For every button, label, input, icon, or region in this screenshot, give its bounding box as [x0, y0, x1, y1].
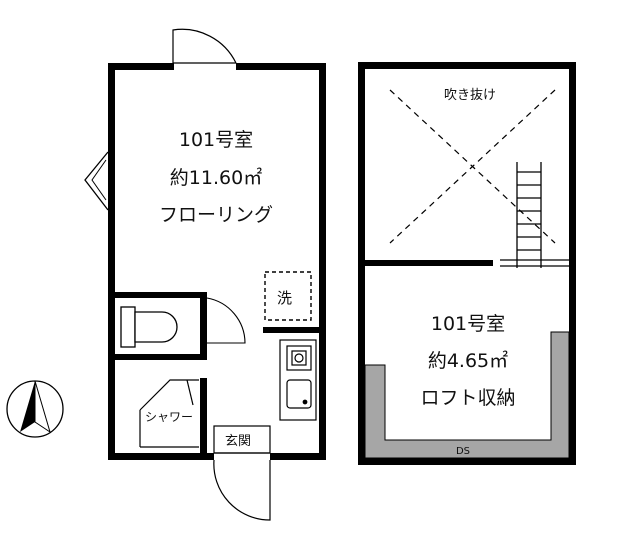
void-label: 吹き抜け — [444, 87, 496, 103]
toilet-door — [206, 297, 246, 344]
main-room-name: 101号室 — [179, 129, 253, 151]
shower-label: シャワー — [145, 410, 193, 424]
void-marker — [389, 89, 556, 244]
north-arrow-icon — [6, 380, 64, 438]
ds-area — [364, 331, 570, 459]
top-door — [172, 28, 237, 64]
loft-name: 101号室 — [431, 313, 505, 335]
shower-room — [139, 379, 199, 448]
ds-label: DS — [456, 446, 470, 457]
loft-area: 約4.65㎡ — [428, 349, 508, 372]
interior-walls — [115, 292, 319, 460]
toilet-icon — [120, 306, 178, 348]
main-unit-walls — [108, 63, 326, 460]
washer-area — [264, 271, 312, 321]
window-bay — [84, 151, 109, 211]
kitchen-counter — [279, 339, 317, 421]
main-room-area: 約11.60㎡ — [170, 166, 262, 189]
entrance-door — [213, 459, 271, 521]
loft-type: ロフト収納 — [420, 387, 515, 409]
entrance — [213, 425, 271, 454]
entrance-label: 玄関 — [225, 434, 251, 449]
main-unit: シャワー 洗 玄関 101号室 約11.60㎡ フローリング — [84, 28, 326, 521]
washer-label: 洗 — [277, 289, 292, 307]
ladder-icon — [500, 162, 569, 268]
loft-unit-walls — [358, 62, 576, 465]
loft-unit: 吹き抜け DS 101号室 約4.65㎡ ロフト収納 — [358, 62, 576, 465]
main-room-floor: フローリング — [159, 204, 273, 226]
